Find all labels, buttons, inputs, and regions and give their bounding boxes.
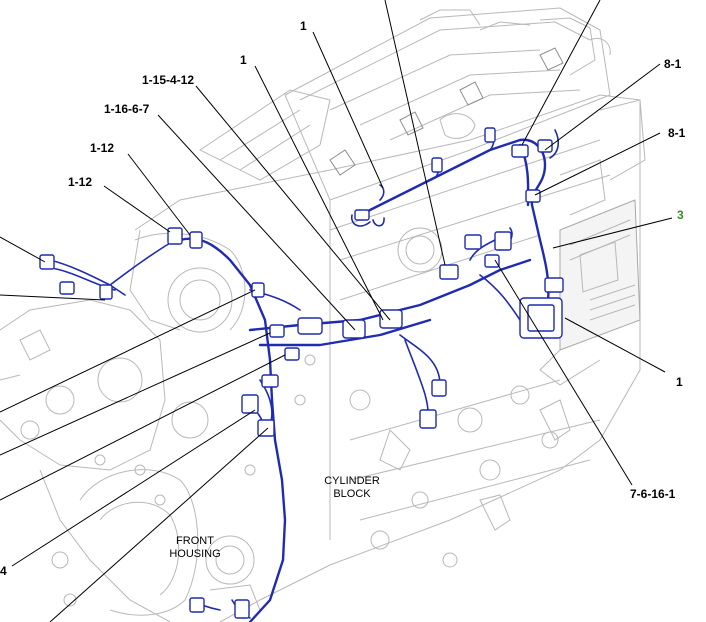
- callout-8-1-b: 8-1: [668, 126, 686, 140]
- callout-1-15-4-12: 1-15-4-12: [142, 73, 194, 87]
- cylinder-block-label-line1: CYLINDER: [324, 475, 380, 487]
- cylinder-block-label-line2: BLOCK: [333, 488, 371, 500]
- callout-3: 3: [677, 208, 684, 222]
- callouts: 1 1 1-15-4-12 1-16-6-7 1-12 1-12 8-1 8-1…: [0, 19, 686, 578]
- callout-8-1-a: 8-1: [664, 57, 682, 71]
- callout-1-16-6-7: 1-16-6-7: [104, 102, 150, 116]
- callout-left-4: 4: [0, 564, 7, 578]
- front-housing-label-line2: HOUSING: [169, 548, 220, 560]
- wiring-harness: [39, 127, 564, 622]
- callout-1-12-a: 1-12: [90, 141, 114, 155]
- callout-right-1: 1: [676, 375, 683, 389]
- callout-top-1b: 1: [240, 53, 247, 67]
- callout-top-1a: 1: [300, 19, 307, 33]
- leader-lines: [0, 0, 673, 622]
- front-housing-label-line1: FRONT: [176, 535, 214, 547]
- callout-7-6-16-1: 7-6-16-1: [630, 487, 676, 501]
- callout-1-12-b: 1-12: [68, 175, 92, 189]
- region-labels: CYLINDER BLOCK FRONT HOUSING: [169, 475, 380, 560]
